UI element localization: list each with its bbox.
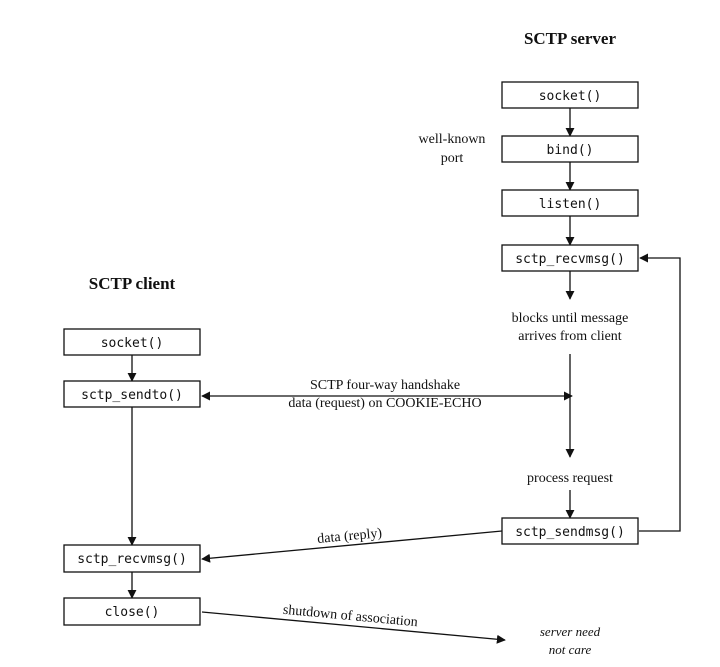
- client-sendto-label: sctp_sendto(): [81, 388, 183, 403]
- shutdown-arrow: [201, 611, 506, 644]
- server-socket-label: socket(): [539, 89, 602, 104]
- server-listen-label: listen(): [539, 197, 602, 212]
- server-sendmsg-label: sctp_sendmsg(): [515, 525, 625, 540]
- reply-arrow: [201, 530, 503, 563]
- client-close-box: close(): [63, 597, 201, 626]
- server-listen-box: listen(): [501, 189, 639, 217]
- server-recvmsg-box: sctp_recvmsg(): [501, 244, 639, 272]
- blocks-label-line1: blocks until message: [512, 311, 629, 326]
- server-care-line2: not care: [549, 642, 592, 657]
- server-socket-box: socket(): [501, 81, 639, 109]
- server-bind-label: bind(): [547, 143, 594, 158]
- blocks-label-line2: arrives from client: [518, 329, 622, 344]
- client-socket-box: socket(): [63, 328, 201, 356]
- loop-arrow-sendmsg-to-recvmsg: [639, 253, 681, 532]
- server-care-line1: server need: [540, 624, 601, 639]
- client-recvmsg-box: sctp_recvmsg(): [63, 544, 201, 573]
- client-socket-label: socket(): [101, 336, 164, 351]
- port-label-line2: port: [441, 151, 464, 166]
- server-title: SCTP server: [524, 29, 617, 48]
- port-label-line1: well-known: [419, 132, 486, 147]
- client-recvmsg-label: sctp_recvmsg(): [77, 552, 187, 567]
- client-close-label: close(): [105, 605, 160, 620]
- server-bind-box: bind(): [501, 135, 639, 163]
- reply-label: data (reply): [317, 526, 383, 547]
- process-request-label: process request: [527, 471, 613, 486]
- handshake-label-line2: data (request) on COOKIE-ECHO: [288, 396, 481, 411]
- client-title: SCTP client: [89, 274, 176, 293]
- client-sendto-box: sctp_sendto(): [63, 380, 201, 408]
- server-recvmsg-label: sctp_recvmsg(): [515, 252, 625, 267]
- server-sendmsg-box: sctp_sendmsg(): [501, 517, 639, 545]
- handshake-label-line1: SCTP four-way handshake: [310, 378, 460, 393]
